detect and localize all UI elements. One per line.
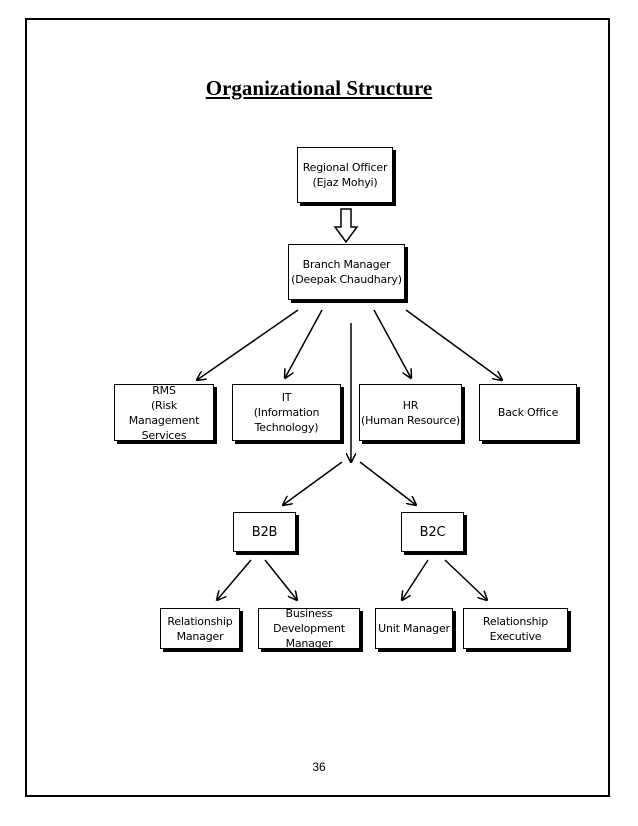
arrow-to-back-office [405, 309, 502, 380]
hr-box: HR (Human Resource) [359, 384, 462, 441]
arrow-to-it [285, 309, 323, 378]
hollow-down-arrow [333, 208, 359, 244]
page-title-text: Organizational Structure [205, 76, 433, 100]
arrow-to-relationship-executive [444, 559, 487, 600]
arrow-to-b2b [283, 461, 343, 505]
business-development-manager-box: Business Development Manager [258, 607, 360, 650]
page-border [25, 18, 610, 797]
branch-manager-name: (Deepak Chaudhary) [291, 273, 402, 286]
unit-manager-label: Unit Manager [378, 622, 450, 635]
page-title: Organizational Structure [0, 76, 638, 101]
arrow-to-business-development-manager [264, 559, 297, 600]
regional-officer-title: Regional Officer [302, 161, 388, 174]
arrow-to-unit-manager [402, 559, 429, 600]
unit-manager-box: Unit Manager [375, 608, 453, 649]
arrow-to-rms [197, 309, 299, 380]
relationship-executive-box: Relationship Executive [463, 608, 568, 649]
relationship-manager-box: Relationship Manager [160, 608, 240, 649]
b2c-box: B2C [401, 512, 464, 552]
rms-box: RMS (Risk Management Services [114, 383, 214, 442]
back-office-label: Back Office [497, 406, 559, 419]
hr-desc: (Human Resource) [361, 413, 460, 427]
regional-officer-box: Regional Officer (Ejaz Mohyi) [297, 147, 393, 203]
branch-manager-title: Branch Manager [302, 258, 391, 271]
relationship-manager-line2: Manager [176, 629, 224, 643]
relationship-manager-line1: Relationship [167, 614, 233, 628]
arrow-to-relationship-manager [217, 559, 252, 600]
b2b-box: B2B [233, 512, 296, 552]
hr-label: HR [402, 398, 419, 412]
it-label: IT [281, 391, 292, 404]
business-development-manager-line1: Business Development [273, 607, 345, 635]
rms-desc-line2: Services [141, 428, 187, 442]
business-development-manager-line2: Manager [285, 637, 333, 650]
back-office-box: Back Office [479, 384, 577, 441]
b2c-label: B2C [419, 524, 446, 540]
page-number: 36 [312, 760, 326, 774]
branch-manager-box: Branch Manager (Deepak Chaudhary) [288, 244, 405, 300]
b2b-label: B2B [251, 524, 278, 540]
rms-desc-line1: (Risk Management [128, 398, 200, 427]
it-desc: (Information Technology) [253, 406, 320, 434]
relationship-executive-label: Relationship Executive [482, 614, 549, 643]
rms-label: RMS [152, 383, 176, 397]
regional-officer-name: (Ejaz Mohyi) [312, 176, 378, 189]
it-box: IT (Information Technology) [232, 384, 341, 441]
arrow-to-hr [373, 309, 411, 378]
arrow-to-b2c [359, 461, 416, 505]
